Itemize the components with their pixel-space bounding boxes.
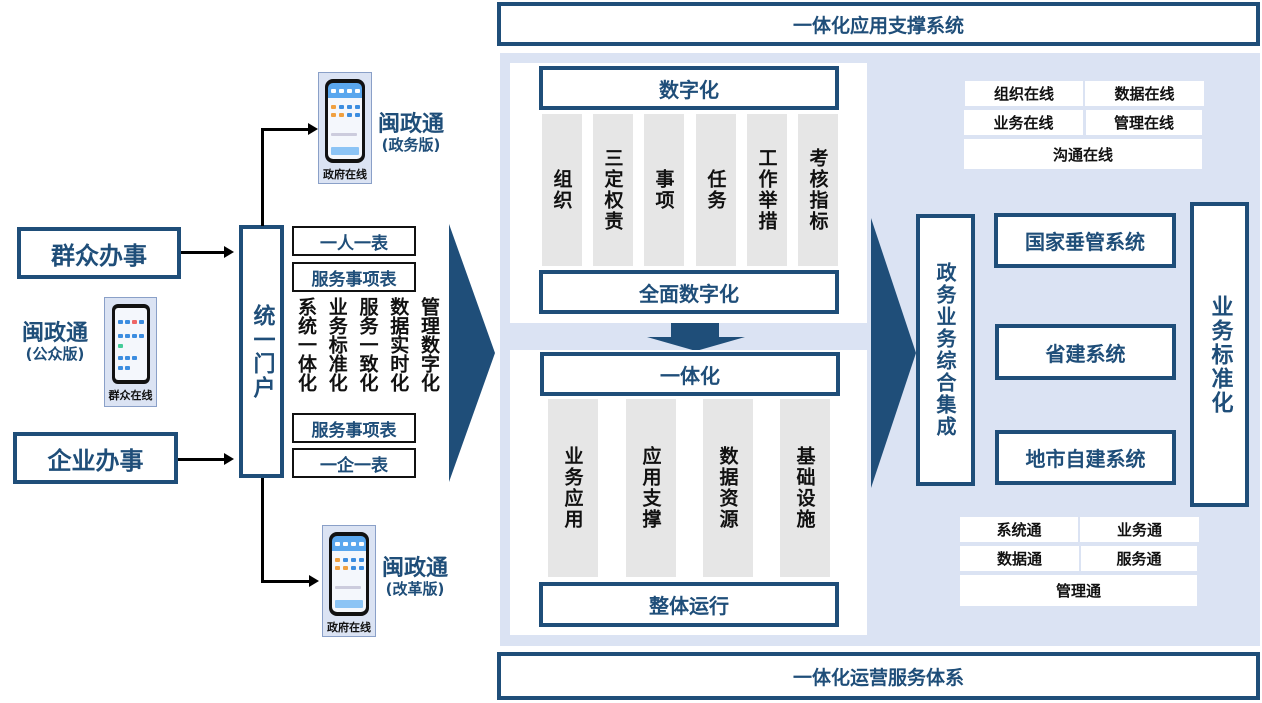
gov-business-integration-box: 政务业务综合集成 <box>916 214 975 486</box>
principle-item: 服务一致化 <box>356 297 379 392</box>
system-box: 省建系统 <box>995 324 1176 380</box>
public-app-edition: (公众版) <box>25 345 85 364</box>
gov-app-bottom-card[interactable]: 政府在线 <box>322 525 376 637</box>
digitization-pillar: 工作举措 <box>747 114 787 266</box>
enterprise-arrow-head-icon <box>224 453 234 465</box>
digitization-pillar: 任务 <box>696 114 736 266</box>
phone-icon <box>111 304 150 384</box>
connect-cell: 业务通 <box>1080 517 1199 542</box>
connector-down-horizontal <box>261 580 311 583</box>
digitization-title-box: 数字化 <box>539 66 839 110</box>
down-arrow-icon <box>647 323 745 351</box>
principle-item: 管理数字化 <box>418 297 440 392</box>
gov-app-top-card[interactable]: 政府在线 <box>318 72 372 184</box>
one-person-one-table: 一人一表 <box>292 226 416 256</box>
online-cell: 业务在线 <box>964 110 1083 135</box>
gov-app-top-phone-label: 政府在线 <box>323 168 367 181</box>
one-enterprise-one-table: 一企一表 <box>292 448 416 478</box>
full-digitization-box: 全面数字化 <box>539 270 839 314</box>
connect-cell: 系统通 <box>960 517 1078 542</box>
connector-down-vertical <box>261 478 264 582</box>
enterprise-arrow-line <box>178 458 226 461</box>
gov-app-bottom-phone-label: 政府在线 <box>327 621 371 634</box>
online-cell: 组织在线 <box>965 81 1083 106</box>
gov-app-bottom-title: 闽政通 (改革版) <box>378 556 452 599</box>
principle-item: 业务标准化 <box>325 297 348 392</box>
phone-icon <box>329 532 369 616</box>
principles-list: 系统一体化 业务标准化 服务一致化 数据实时化 管理数字化 <box>292 297 442 409</box>
service-items-table-bottom: 服务事项表 <box>292 413 416 443</box>
system-box: 地市自建系统 <box>995 430 1176 485</box>
integration-title-box: 一体化 <box>540 352 840 396</box>
online-cell: 管理在线 <box>1086 110 1202 135</box>
public-app-title: 闽政通 (公众版) <box>10 321 100 364</box>
citizen-arrow-line <box>181 251 226 254</box>
overall-operation-box: 整体运行 <box>539 582 839 627</box>
online-cell: 数据在线 <box>1085 81 1204 106</box>
gov-top-arrow-head-icon <box>308 123 318 135</box>
bottom-banner-label: 一体化运营服务体系 <box>792 666 964 689</box>
gov-app-bottom-edition: (改革版) <box>385 580 445 599</box>
top-banner-label: 一体化应用支撑系统 <box>792 14 964 37</box>
citizen-service-label: 群众办事 <box>51 241 147 270</box>
principle-item: 数据实时化 <box>387 297 410 392</box>
business-standardization-box: 业务标准化 <box>1190 202 1249 507</box>
public-app-card[interactable]: 群众在线 <box>104 297 157 407</box>
unified-portal-box[interactable]: 统一门户 <box>239 225 284 478</box>
public-app-phone-label: 群众在线 <box>108 389 153 402</box>
integration-pillar: 基础设施 <box>780 399 830 577</box>
enterprise-service-label: 企业办事 <box>47 446 144 475</box>
gov-app-bottom-name: 闽政通 <box>381 556 448 581</box>
connector-up-vertical <box>261 128 264 226</box>
gov-app-top-title: 闽政通 (政务版) <box>374 112 448 155</box>
integration-pillar: 业务应用 <box>548 399 598 577</box>
enterprise-service-box: 企业办事 <box>13 432 178 484</box>
gov-app-top-edition: (政务版) <box>381 136 441 155</box>
bottom-banner: 一体化运营服务体系 <box>497 652 1260 700</box>
integration-pillar: 数据资源 <box>703 399 753 577</box>
public-app-name: 闽政通 <box>21 321 88 346</box>
connect-cell: 数据通 <box>960 546 1079 571</box>
online-cell-wide: 沟通在线 <box>964 139 1202 169</box>
citizen-service-box: 群众办事 <box>17 227 181 279</box>
big-arrow-right-icon <box>449 224 495 482</box>
gov-app-top-name: 闽政通 <box>377 112 444 137</box>
digitization-pillar: 事项 <box>644 114 684 266</box>
big-arrow-right-icon <box>871 218 916 488</box>
service-items-table-top: 服务事项表 <box>292 262 416 292</box>
digitization-pillar: 组织 <box>542 114 582 266</box>
digitization-pillar: 三定权责 <box>593 114 633 266</box>
system-box: 国家垂管系统 <box>994 213 1176 268</box>
connect-cell: 服务通 <box>1081 546 1197 571</box>
unified-portal-label: 统一门户 <box>249 303 275 400</box>
connector-up-horizontal <box>261 128 310 131</box>
top-banner: 一体化应用支撑系统 <box>497 2 1260 46</box>
gov-bottom-arrow-head-icon <box>309 575 319 587</box>
integration-pillar: 应用支撑 <box>626 399 676 577</box>
citizen-arrow-head-icon <box>224 246 234 258</box>
connect-cell-wide: 管理通 <box>960 575 1197 606</box>
principle-item: 系统一体化 <box>295 297 317 392</box>
phone-icon <box>325 79 365 163</box>
digitization-pillar: 考核指标 <box>798 114 838 266</box>
